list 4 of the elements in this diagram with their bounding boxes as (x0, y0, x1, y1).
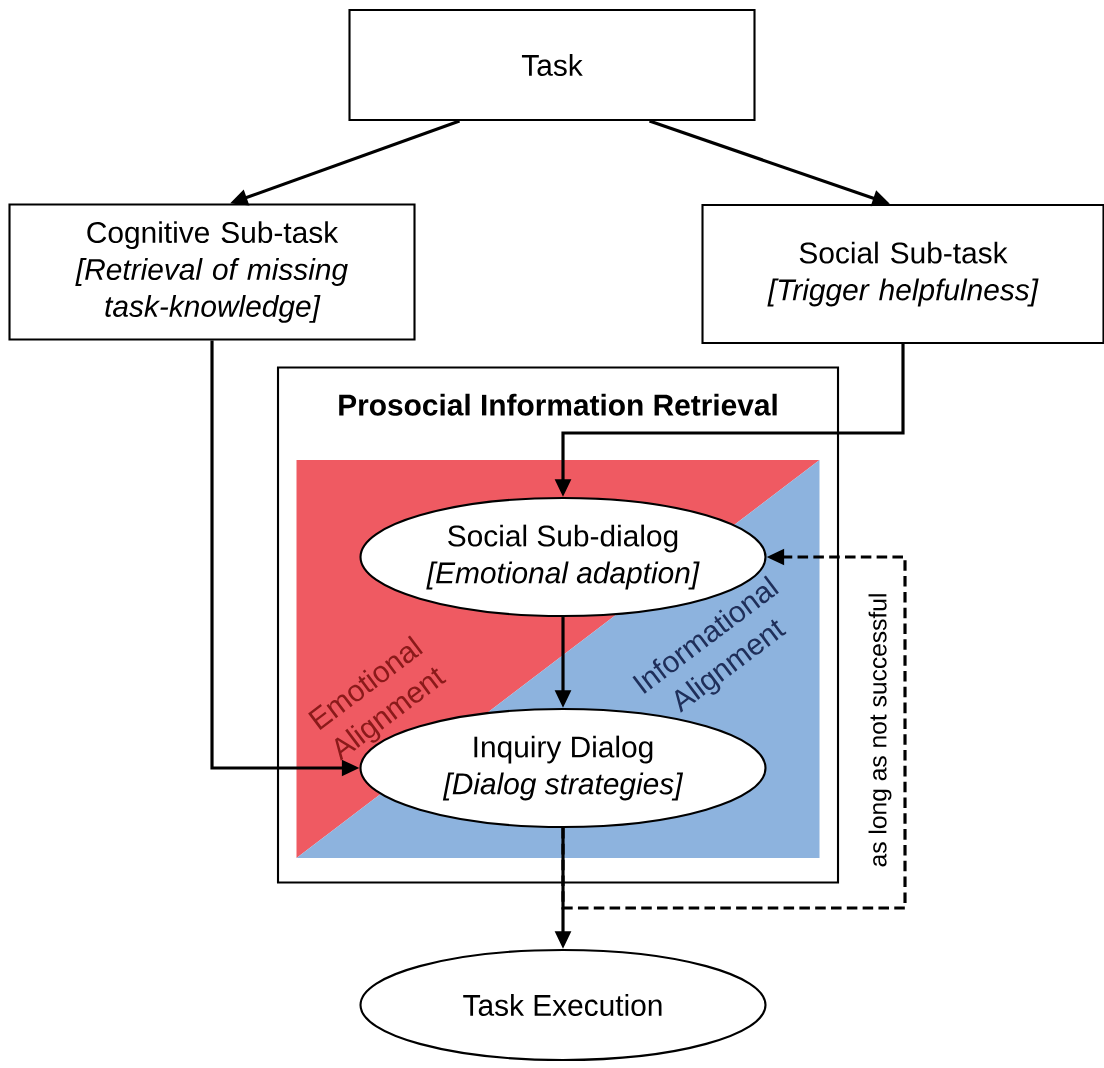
process-box: Social Sub-task [Trigger helpfulness] (701, 203, 1104, 345)
process-box: Cognitive Sub-task [Retrieval of missing task-knowledge] (8, 203, 416, 341)
edge-label: as long as not successful (865, 589, 895, 871)
process-box: Task (348, 8, 756, 122)
